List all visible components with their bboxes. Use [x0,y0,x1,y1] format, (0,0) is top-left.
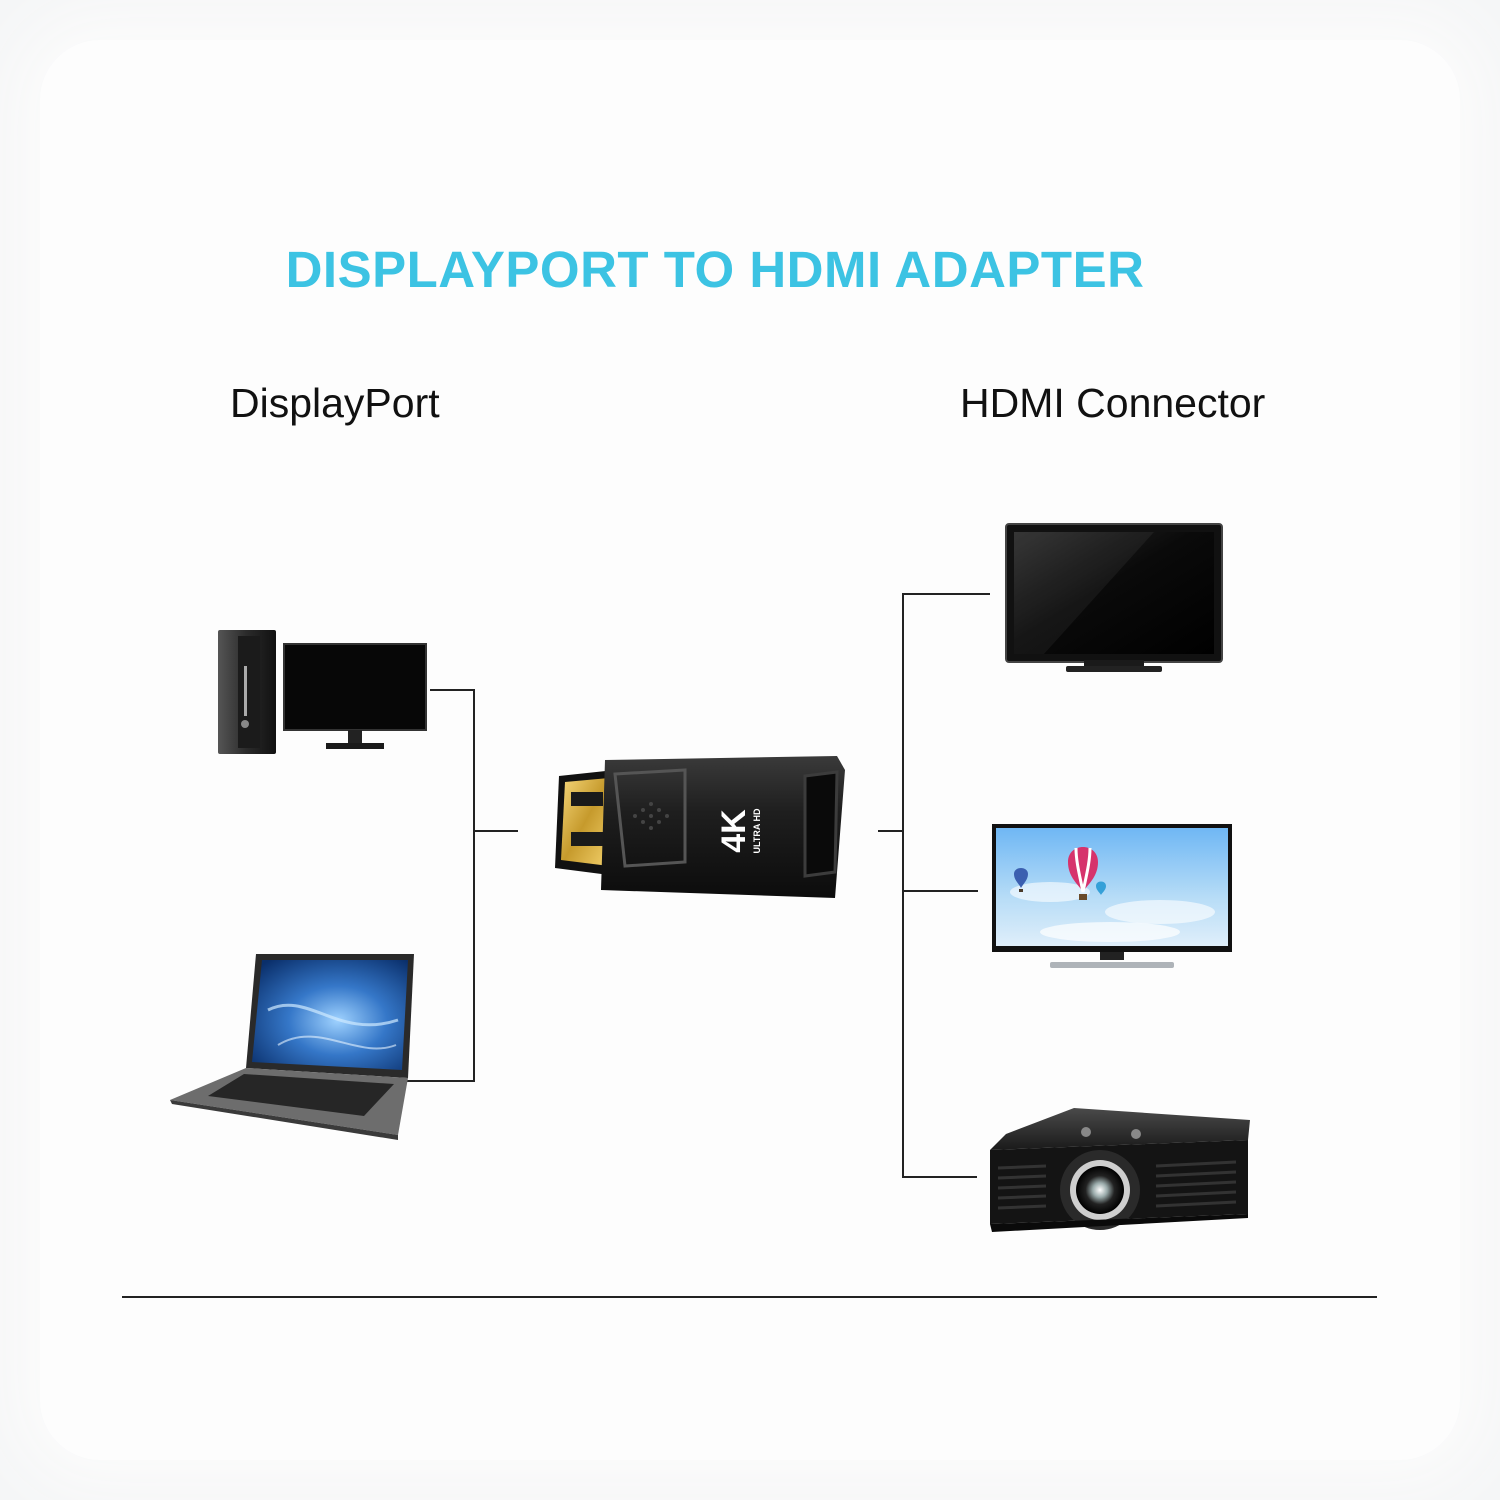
desktop-computer-icon [218,630,427,754]
adapter-badge: 4K ULTRA HD [715,801,787,861]
wire-desktop [405,689,475,1082]
hdmi-connector-label: HDMI Connector [960,380,1266,426]
laptop-icon [170,954,414,1140]
background-card [40,40,1460,1460]
adapter-icon [555,756,845,898]
adapter-4k-text: 4K [715,809,753,853]
monitor-tv-icon [1005,523,1223,672]
displayport-label: DisplayPort [230,380,440,426]
adapter-ultra-hd-text: ULTRA HD [752,808,762,854]
led-tv-icon [992,824,1232,968]
wire-hdmi-bus [902,593,990,1178]
bottom-divider [122,1296,1377,1298]
projector-icon [990,1108,1250,1232]
page-title: DISPLAYPORT TO HDMI ADAPTER [285,241,1145,298]
